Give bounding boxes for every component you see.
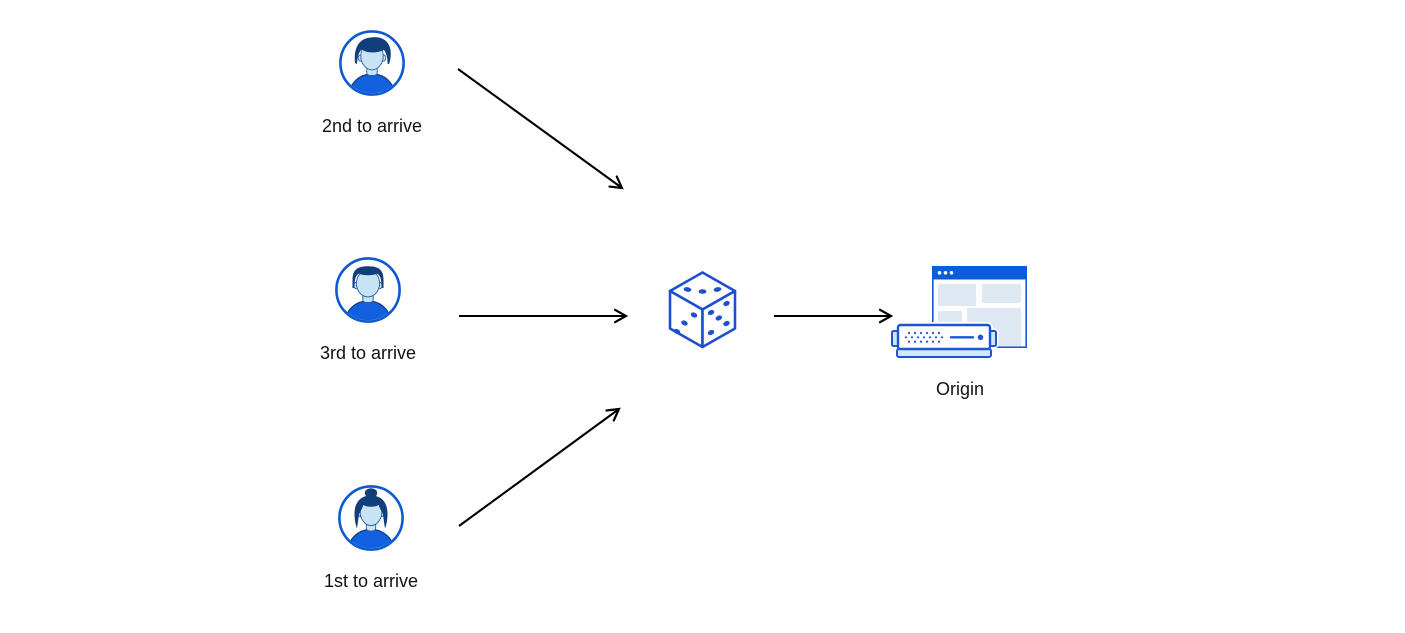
node-visitor-top: 2nd to arrive [302,29,442,136]
node-visitor-middle: 3rd to arrive [298,256,438,363]
node-origin: Origin [890,262,1030,399]
edge-visitor-bottom-to-selector-arrow [458,407,621,527]
node-visitor-bottom: 1st to arrive [301,484,441,591]
user-male-avatar-icon [335,257,401,323]
user-female-avatar-icon [338,485,404,551]
node-label: 3rd to arrive [319,343,417,363]
user-male-avatar-icon [339,30,405,96]
dice-icon [668,271,737,349]
server-icon [890,322,999,360]
edge-visitor-top-to-selector-arrow [457,68,624,190]
node-label: 2nd to arrive [321,116,423,136]
node-label: 1st to arrive [323,571,419,591]
node-label: Origin [935,379,984,399]
origin-server-icon [890,266,1028,360]
node-selector [667,270,738,349]
